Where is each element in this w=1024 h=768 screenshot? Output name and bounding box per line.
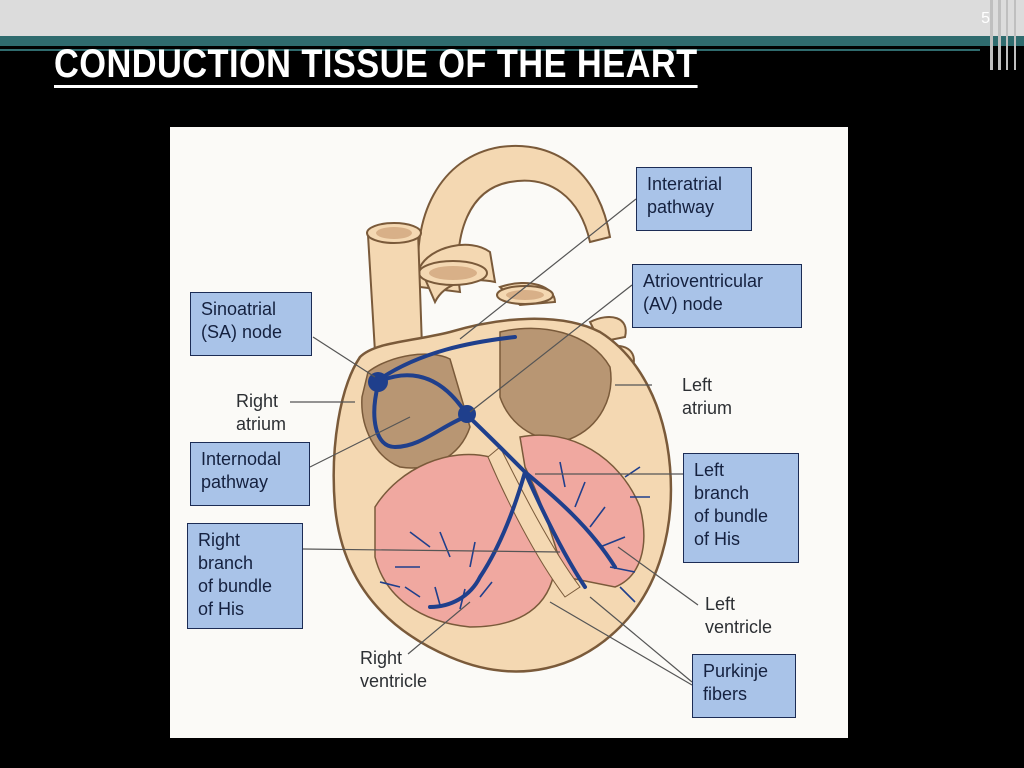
- slide-number: 5: [981, 10, 990, 27]
- label-purkinje-fibers: Purkinje fibers: [692, 654, 796, 718]
- av-node-marker: [458, 405, 476, 423]
- right-bundle-branch-line: [428, 470, 527, 609]
- superior-vena-cava: [366, 229, 424, 354]
- header-accent-line: [0, 49, 980, 51]
- left-atrium-chamber: [499, 327, 612, 441]
- label-right-branch-bundle-of-his: Right branch of bundle of His: [187, 523, 303, 629]
- label-left-branch-bundle-of-his: Left branch of bundle of His: [683, 453, 799, 563]
- heart-conduction-diagram: Interatrial pathway Atrioventricular (AV…: [170, 127, 848, 738]
- label-interatrial-pathway: Interatrial pathway: [636, 167, 752, 231]
- leader-sa-node: [312, 336, 376, 378]
- header-accent-band: [0, 36, 1024, 46]
- leader-purkinje-2: [549, 601, 693, 686]
- conduction-system: [372, 335, 617, 609]
- corner-decoration: [990, 0, 1016, 70]
- leader-purkinje-1: [589, 596, 693, 683]
- interventricular-septum: [487, 446, 581, 598]
- label-left-ventricle: Left ventricle: [705, 594, 773, 637]
- label-sa-node: Sinoatrial (SA) node: [190, 292, 312, 356]
- label-right-ventricle: Right ventricle: [360, 648, 428, 691]
- right-atrium-chamber: [361, 353, 471, 469]
- purkinje-fiber-network: [379, 461, 650, 610]
- sa-node-marker: [368, 372, 388, 392]
- leader-interatrial: [459, 198, 637, 340]
- heart-illustration: [290, 144, 699, 686]
- bundle-of-his: [465, 413, 527, 474]
- label-internodal-pathway: Internodal pathway: [190, 442, 310, 506]
- label-leader-lines: [290, 198, 699, 686]
- leader-right-ventricle: [407, 601, 471, 655]
- header-bar: [0, 0, 1024, 36]
- left-bundle-branch-line: [523, 470, 617, 569]
- leader-internodal: [309, 416, 411, 468]
- aortic-arch: [417, 144, 612, 294]
- leader-left-ventricle: [617, 546, 699, 606]
- label-av-node: Atrioventricular (AV) node: [632, 264, 802, 328]
- leader-av-node: [469, 284, 633, 413]
- label-left-atrium: Left atrium: [682, 375, 733, 418]
- label-right-atrium: Right atrium: [236, 391, 287, 434]
- interatrial-pathway-line: [378, 335, 517, 381]
- slide-title: CONDUCTION TISSUE OF THE HEART: [54, 42, 698, 86]
- leader-right-branch: [302, 548, 561, 553]
